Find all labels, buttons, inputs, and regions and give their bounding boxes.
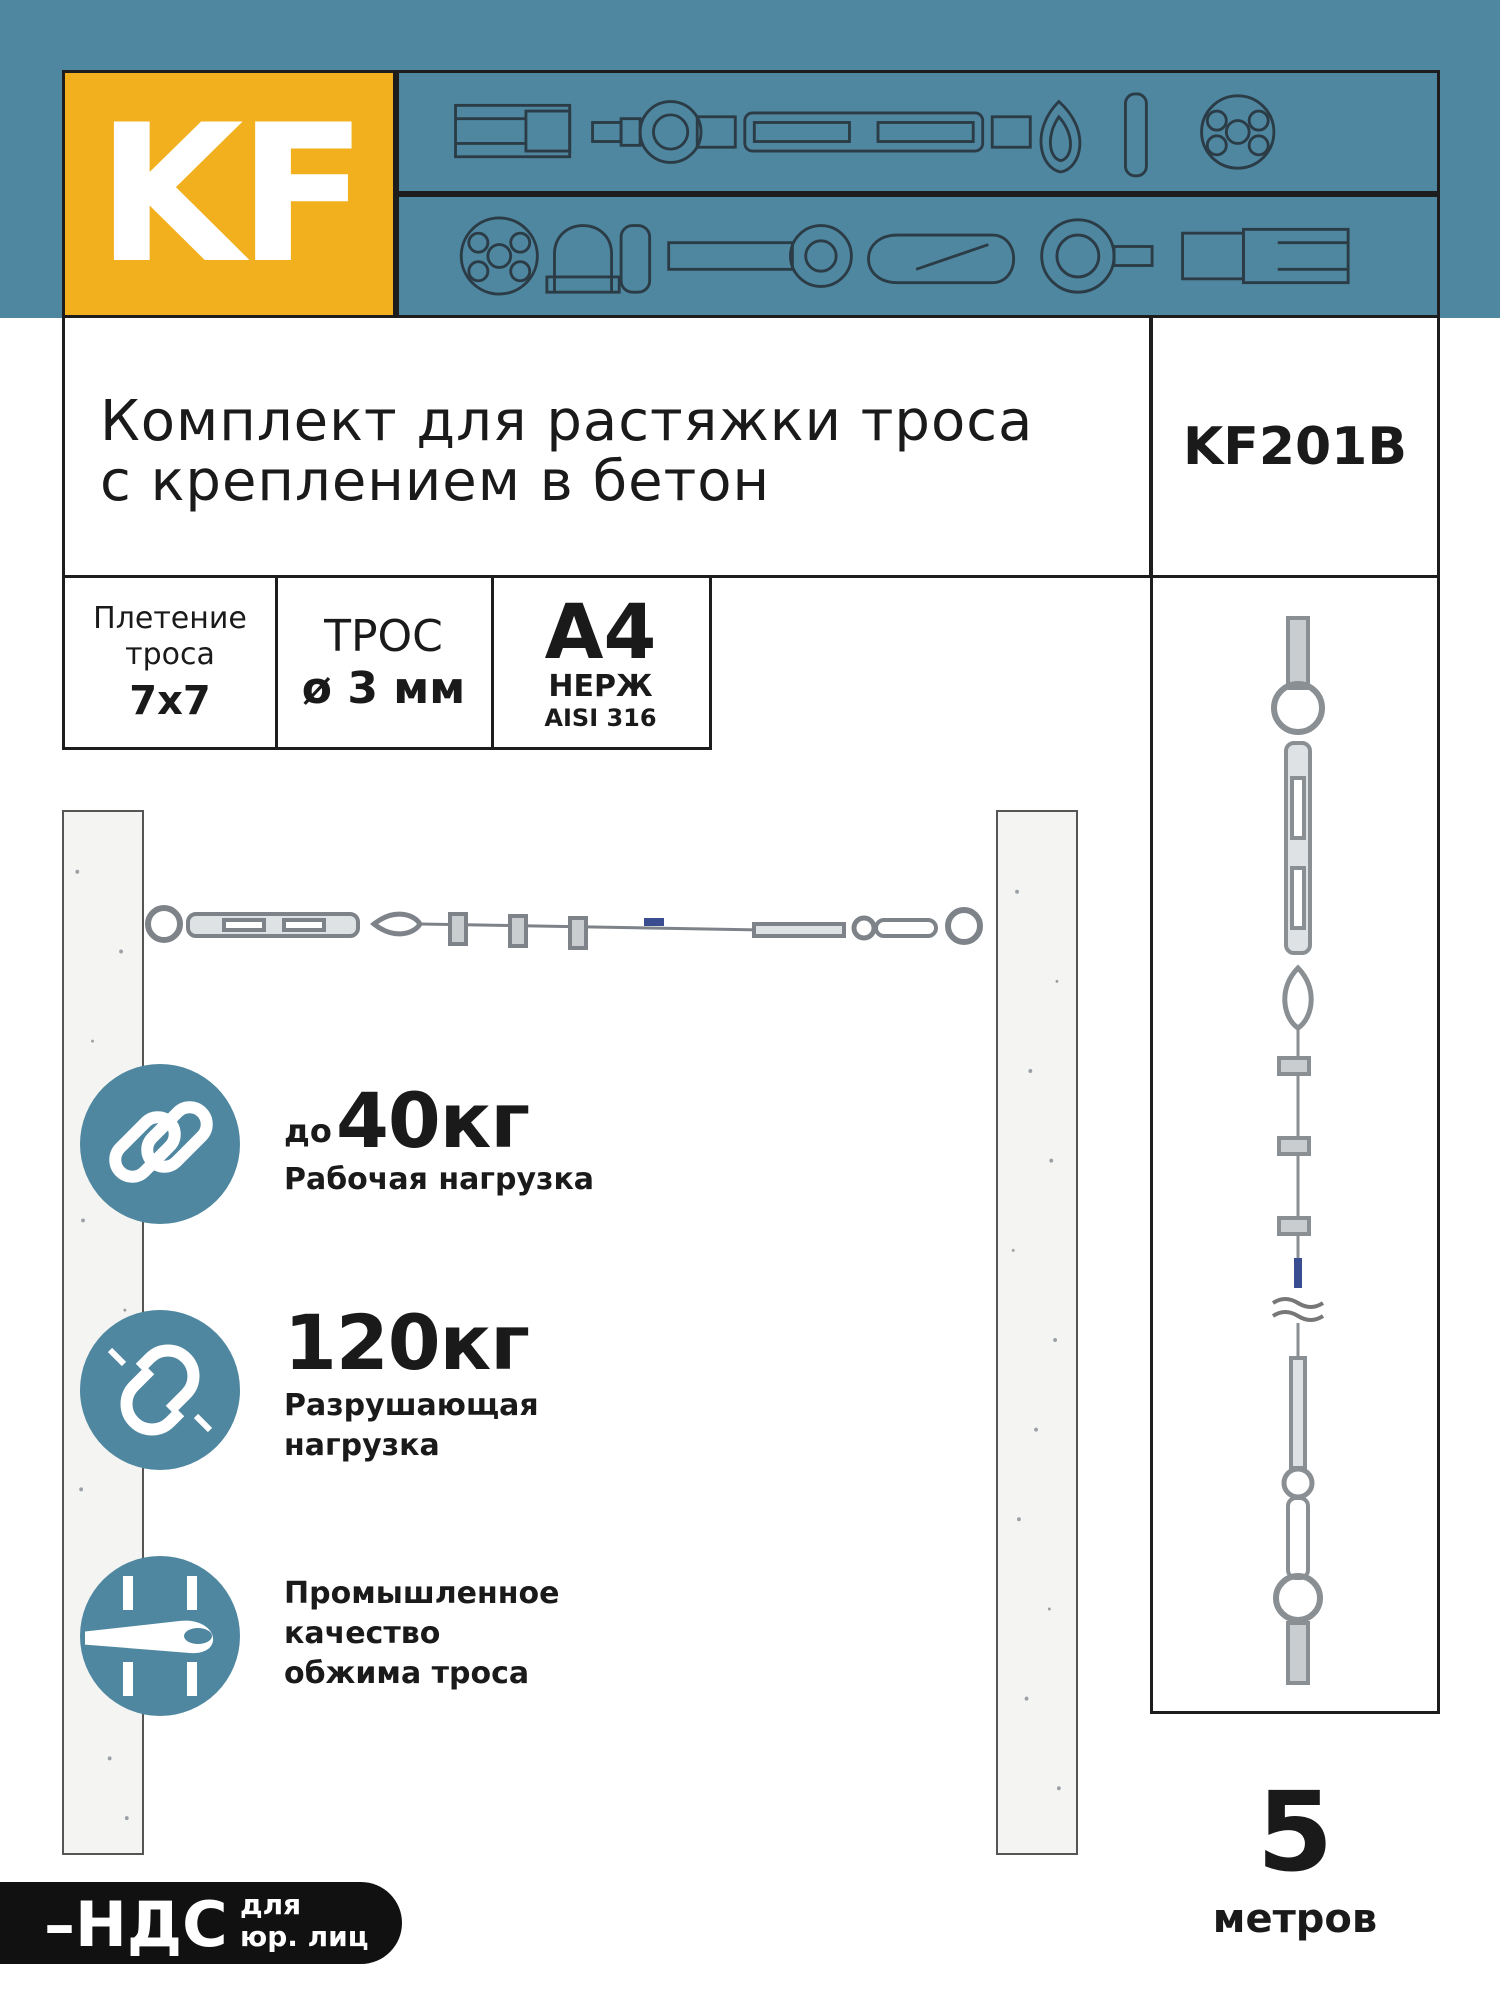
weave-value: 7x7 (129, 677, 211, 724)
cable-label: ТРОС (324, 610, 443, 662)
quality-label-1: Промышленное (284, 1576, 560, 1611)
broken-chain-icon (80, 1310, 240, 1470)
cable-strand-icon (459, 216, 539, 296)
eye-bolt-icon (591, 100, 703, 164)
weave-label-1: Плетение (93, 600, 247, 636)
crimp-sleeve-icon (80, 1556, 240, 1716)
breaking-load-label-1: Разрушающая (284, 1388, 539, 1423)
turnbuckle-icon (695, 111, 1032, 153)
breaking-load-value: 120кг (284, 1298, 530, 1387)
anchor-sleeve-icon (454, 103, 572, 159)
vat-line-2: юр. лиц (240, 1920, 369, 1953)
anchor-sleeve-icon (1181, 227, 1350, 285)
eye-nut-icon (1040, 218, 1154, 294)
eye-terminal-icon (667, 224, 853, 288)
thimble-icon (1039, 99, 1082, 174)
vat-badge: –НДС для юр. лиц (0, 1882, 402, 1964)
title-line-1: Комплект для растяжки троса (100, 389, 1034, 454)
material-standard: AISI 316 (544, 703, 657, 732)
weave-label-2: троса (125, 636, 215, 672)
material-label: НЕРЖ (548, 668, 653, 704)
material-grade: A4 (544, 586, 657, 676)
product-sku: KF201B (1183, 416, 1407, 477)
product-title: Комплект для растяжки троса с креплением… (100, 392, 1120, 512)
breaking-load-label-2: нагрузка (284, 1428, 440, 1463)
concrete-pillar-right (996, 810, 1078, 1855)
spec-cable: ТРОС ø 3 мм (276, 578, 494, 750)
product-photo-box (1150, 578, 1440, 1714)
working-load-prefix: до (284, 1112, 332, 1150)
hardware-icons-strip-bottom (396, 194, 1440, 318)
sleeve-icon (1124, 92, 1148, 178)
vat-main-text: –НДС (44, 1888, 228, 1961)
wire-clip-icon (545, 224, 652, 294)
spec-weave: Плетение троса 7x7 (62, 578, 278, 750)
spec-material: A4 НЕРЖ AISI 316 (492, 578, 712, 750)
working-load-label: Рабочая нагрузка (284, 1162, 595, 1197)
cable-value: ø 3 мм (301, 662, 466, 714)
quality-label-2: качество (284, 1616, 441, 1651)
length-value: 5 (1256, 1768, 1334, 1896)
vertical-assembly-image (1271, 616, 1325, 1685)
sku-box: KF201B (1150, 318, 1440, 578)
quality-label: Промышленное качество обжима троса (284, 1574, 624, 1694)
brand-logo: KF (62, 70, 396, 318)
length-unit: метров (1212, 1896, 1378, 1942)
quality-label-3: обжима троса (284, 1656, 530, 1691)
horizontal-assembly-image (145, 905, 983, 950)
working-load-value: 40кг (336, 1076, 530, 1165)
logo-text: KF (96, 83, 367, 305)
cable-strand-icon (1200, 94, 1276, 170)
vat-line-1: для (240, 1888, 302, 1921)
snap-hook-icon (867, 233, 1015, 285)
title-line-2: с креплением в бетон (100, 449, 771, 514)
chain-link-icon (80, 1064, 240, 1224)
hardware-icons-strip-top (396, 70, 1440, 194)
breaking-load-label: Разрушающая нагрузка (284, 1386, 604, 1466)
